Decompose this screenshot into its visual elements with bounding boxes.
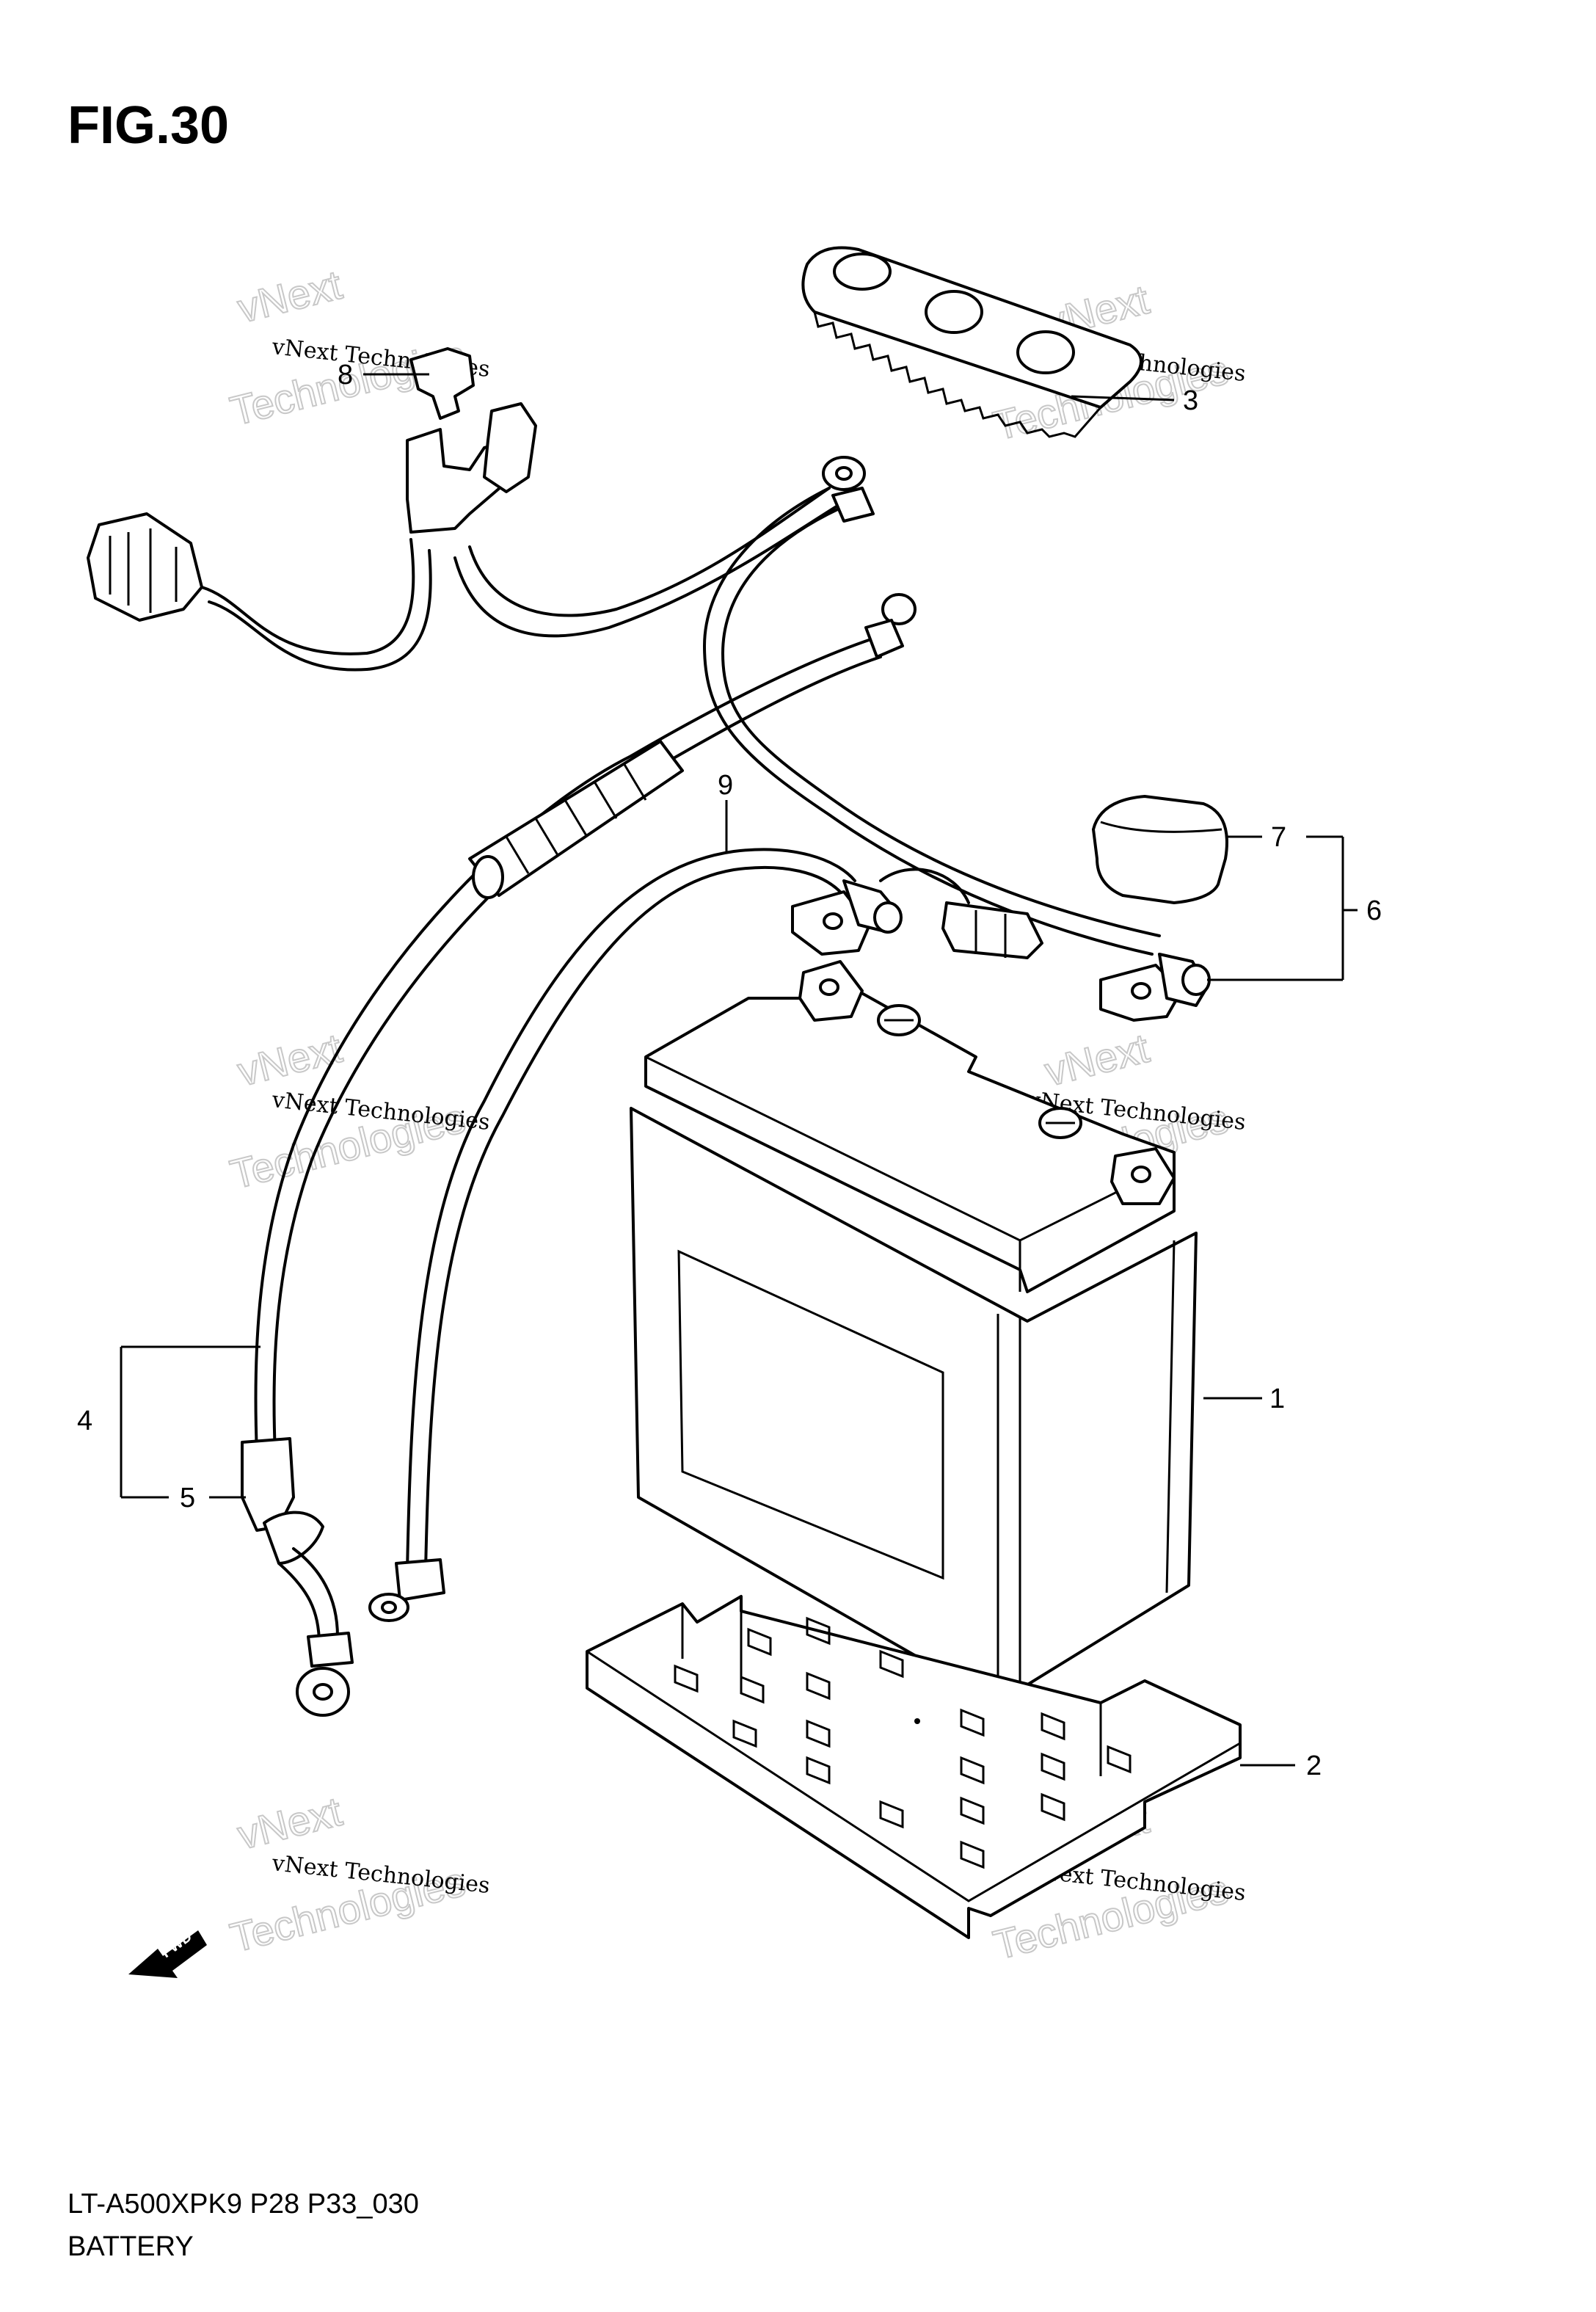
figure-code: LT-A500XPK9 P28 P33_030 xyxy=(68,2189,419,2220)
svg-text:vNext: vNext xyxy=(233,261,347,332)
part-2-battery-tray xyxy=(586,1595,1242,1939)
part-3-battery-strap xyxy=(801,246,1143,438)
ground-branch-wire xyxy=(630,593,917,776)
watermark-mid-left: vNext Technologies vNext Technologies xyxy=(225,1024,492,1199)
svg-text:vNext: vNext xyxy=(1041,1025,1154,1095)
part-5-cable-cover xyxy=(241,1437,354,1717)
part-6-positive-terminal xyxy=(1099,953,1211,1022)
part-8-fuse xyxy=(406,347,537,534)
harness-connector xyxy=(87,512,203,622)
figure-name: BATTERY xyxy=(68,2231,194,2262)
part-1-battery xyxy=(630,960,1198,1704)
callout-7: 7 xyxy=(1271,822,1286,853)
leader-lines xyxy=(120,373,1358,1767)
callout-2: 2 xyxy=(1306,1751,1322,1781)
part-7-terminal-cap xyxy=(1092,795,1228,904)
callout-9: 9 xyxy=(718,770,733,801)
main-harness-wires xyxy=(200,456,1161,956)
svg-text:vNext: vNext xyxy=(233,1788,347,1858)
callout-5: 5 xyxy=(180,1483,195,1513)
fwd-arrow-icon: FWD xyxy=(128,1928,207,1978)
callout-8: 8 xyxy=(338,360,353,390)
callout-1: 1 xyxy=(1269,1384,1285,1414)
callout-6: 6 xyxy=(1366,895,1382,926)
watermark-bottom-left: vNext Technologies vNext Technologies xyxy=(225,1787,492,1962)
part-4-negative-cable xyxy=(254,740,684,1455)
callout-4: 4 xyxy=(77,1406,92,1436)
svg-text:vNext: vNext xyxy=(233,1025,347,1095)
part-9-starter-cable xyxy=(368,848,1043,1622)
figure-title: FIG.30 xyxy=(68,96,230,155)
callout-3: 3 xyxy=(1183,385,1198,416)
